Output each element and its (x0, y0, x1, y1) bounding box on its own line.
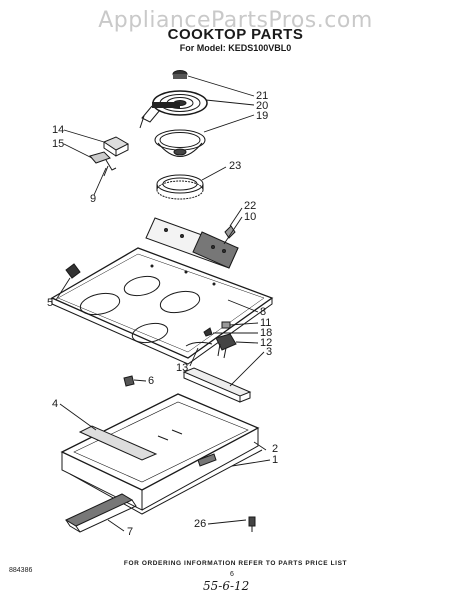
burner-element (139, 90, 208, 129)
small-hardware (123, 321, 237, 387)
callout-21: 21 (256, 90, 269, 102)
callout-12: 12 (260, 337, 273, 349)
callout-3: 3 (266, 346, 273, 358)
model-subtitle: For Model: KEDS100VBL0 (179, 43, 292, 53)
drip-bowl (154, 129, 206, 157)
callout-5: 5 (47, 297, 54, 309)
page-number: 6 (230, 571, 234, 578)
callout-15: 15 (52, 138, 65, 150)
burner-receptacle (89, 136, 130, 177)
document-number: 884386 (9, 567, 33, 574)
callout-19: 19 (256, 110, 269, 122)
callout-11: 11 (260, 317, 272, 329)
callout-6: 6 (148, 375, 155, 387)
rear-support-rail (182, 367, 252, 403)
page-title: COOKTOP PARTS (167, 26, 304, 43)
callout-9: 9 (90, 193, 97, 205)
callout-14: 14 (52, 124, 65, 136)
callout-18: 18 (260, 327, 273, 339)
watermark: AppliancePartsPros.com (98, 8, 373, 33)
callout-2: 2 (272, 443, 279, 455)
callout-1: 1 (272, 454, 279, 466)
screw (248, 516, 256, 532)
callout-8: 8 (260, 306, 267, 318)
terminal-block-panel (145, 217, 239, 269)
callout-7: 7 (127, 526, 134, 538)
burner-cap (172, 70, 188, 79)
callout-20: 20 (256, 100, 269, 112)
callout-26: 26 (194, 518, 207, 530)
callout-4: 4 (52, 398, 59, 410)
burner-box (60, 393, 263, 515)
callout-13: 13 (176, 362, 189, 374)
callout-leaders (55, 75, 271, 532)
callout-22: 22 (244, 200, 257, 212)
handwritten-date: 55-6-12 (203, 579, 250, 593)
cooktop-panel (50, 247, 274, 365)
front-channel (64, 493, 137, 533)
ordering-note: FOR ORDERING INFORMATION REFER TO PARTS … (123, 560, 348, 567)
callout-10: 10 (244, 211, 257, 223)
callout-23: 23 (229, 160, 242, 172)
trim-ring (156, 174, 204, 200)
